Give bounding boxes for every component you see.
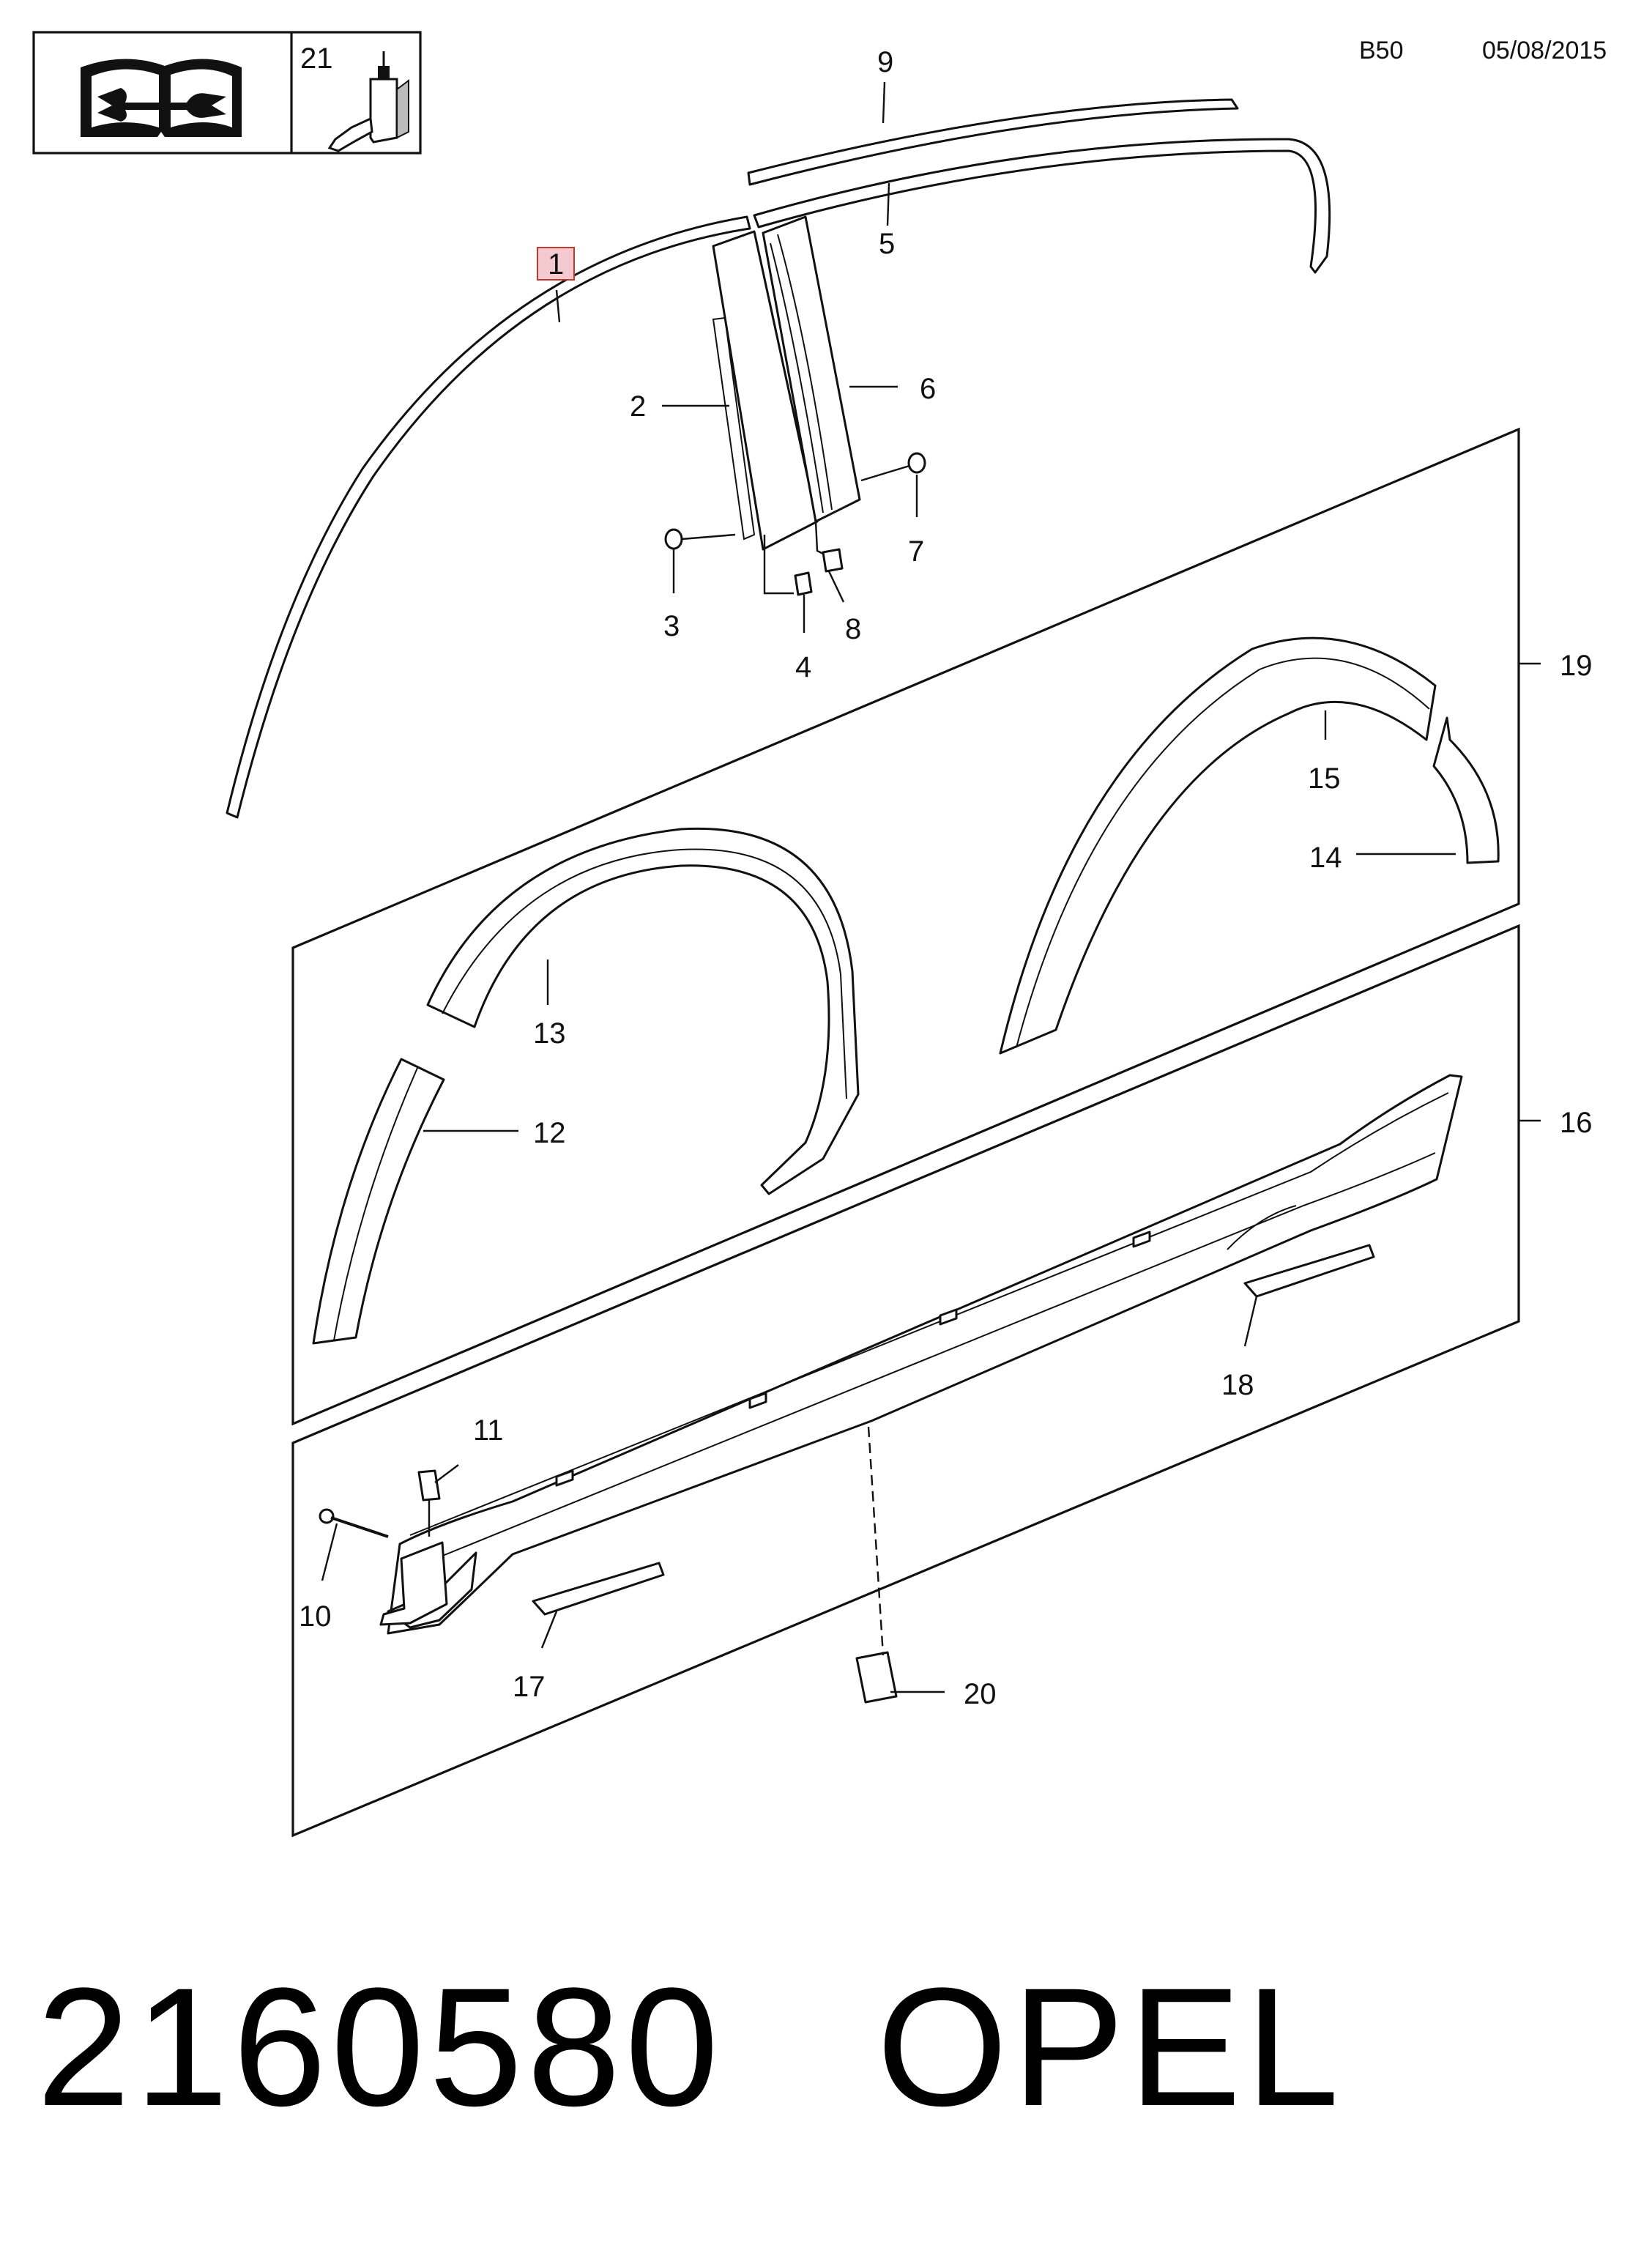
- rocker-front-bracket: [379, 1541, 448, 1626]
- callout-6: 6: [920, 373, 936, 405]
- header-date: 05/08/2015: [1482, 37, 1607, 64]
- footer: 2160580 OPEL: [37, 1963, 1344, 2131]
- callout-9: 9: [877, 46, 893, 78]
- brand-name: OPEL: [877, 1953, 1344, 2141]
- info-box: 21: [32, 31, 422, 155]
- b-pillar-seal-2: [777, 234, 833, 511]
- rocker-panel-mid-line: [424, 1152, 1436, 1564]
- roof-molding-front: [226, 215, 751, 819]
- front-wheel-arch-flare-edge: [442, 848, 847, 1099]
- clip-20: [855, 1426, 898, 1704]
- b-pillar-trim-inner-edge: [712, 316, 756, 541]
- front-fender-extension-edge: [333, 1067, 418, 1341]
- callout-14: 14: [1309, 842, 1342, 874]
- callout-13: 13: [533, 1017, 566, 1050]
- callout-19: 19: [1560, 650, 1593, 682]
- clip-4: [763, 535, 813, 596]
- info-box-number: 21: [300, 42, 333, 75]
- rocker-panel-top-edge: [409, 1092, 1449, 1536]
- manual-icon: [81, 59, 242, 137]
- callout-1: 1: [548, 248, 564, 281]
- callout-4: 4: [795, 651, 811, 683]
- roof-rail-rear: [753, 138, 1331, 274]
- roof-molding-upper: [747, 98, 1239, 186]
- push-clip-11: [417, 1469, 441, 1537]
- callout-11: 11: [473, 1414, 504, 1447]
- screw-7: [860, 452, 926, 482]
- header-code: B50: [1359, 37, 1404, 64]
- screw-10: [319, 1508, 389, 1538]
- rear-flare-end-piece: [1432, 716, 1500, 864]
- group-frame-19: [291, 427, 1520, 1426]
- screw-3: [664, 528, 736, 550]
- callout-2: 2: [630, 390, 646, 423]
- b-pillar-seal: [770, 242, 824, 513]
- callout-8: 8: [845, 613, 861, 645]
- clip-8: [814, 521, 844, 573]
- callout-12: 12: [533, 1117, 566, 1149]
- callout-17: 17: [513, 1671, 546, 1703]
- rocker-panel: [387, 1074, 1463, 1635]
- callout-leaders: [321, 81, 1541, 1693]
- callout-5: 5: [879, 228, 895, 260]
- rocker-rear-recess: [1227, 1205, 1297, 1250]
- seal-piece-17: [532, 1562, 665, 1616]
- part-number: 2160580: [37, 1953, 723, 2141]
- b-pillar-trim-outer: [762, 215, 861, 523]
- rear-wheel-arch-flare: [999, 636, 1437, 1055]
- seal-piece-18: [1243, 1244, 1375, 1298]
- rocker-top-clips: [555, 1231, 1151, 1487]
- highlight-box: [537, 247, 575, 281]
- callout-7: 7: [908, 535, 924, 568]
- rear-wheel-arch-flare-edge: [1016, 657, 1430, 1048]
- callout-10: 10: [299, 1600, 332, 1633]
- callout-15: 15: [1308, 762, 1341, 795]
- callout-18: 18: [1221, 1369, 1254, 1401]
- callout-20: 20: [964, 1678, 997, 1710]
- callout-labels: 1 2 3 4 5 6 7 8 9 10 11 12 13 14 15 16 1…: [299, 46, 1593, 1710]
- glue-bottle-icon: [327, 51, 409, 152]
- front-fender-extension: [312, 1058, 445, 1345]
- group-frame-16: [291, 924, 1520, 1838]
- callout-16: 16: [1560, 1107, 1593, 1139]
- front-wheel-arch-flare: [426, 827, 860, 1195]
- callout-3: 3: [663, 610, 680, 642]
